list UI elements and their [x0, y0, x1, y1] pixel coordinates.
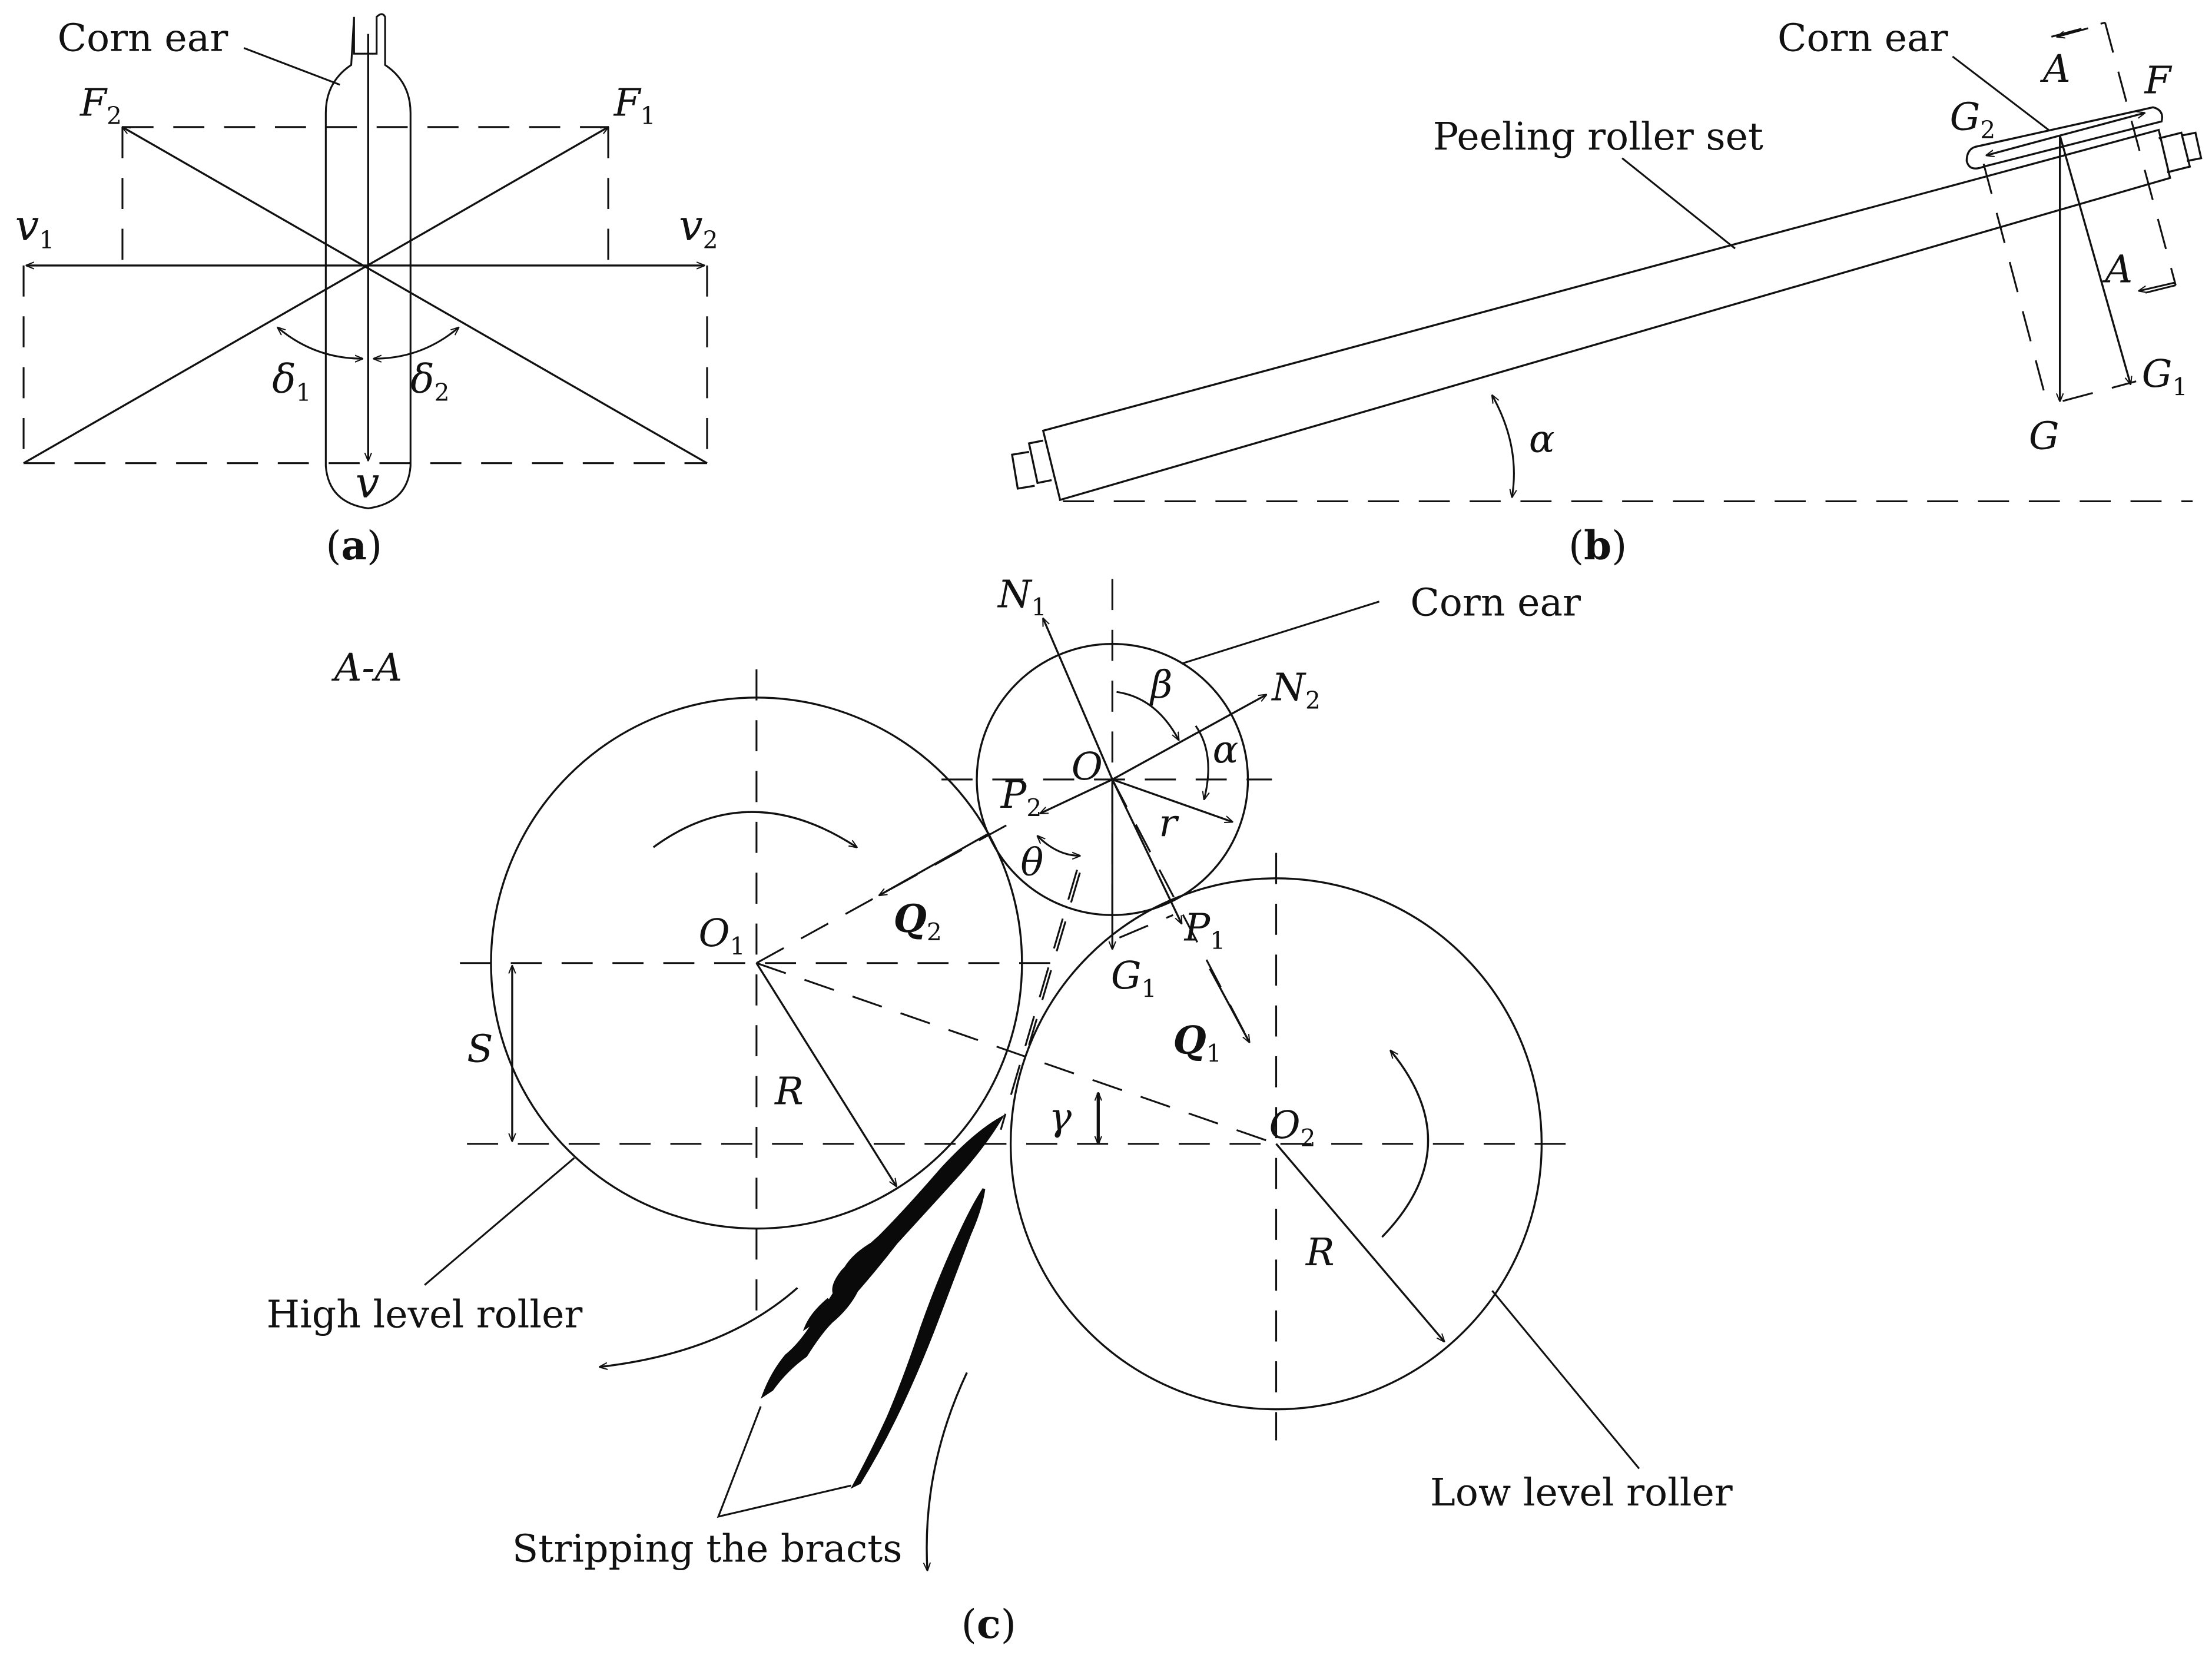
panel-c-R-right-arrow: [1275, 1143, 1444, 1342]
panel-c-theta-arc: [1037, 836, 1080, 856]
panel-b-peeling-leader: [1621, 157, 1736, 250]
panel-b-F-arrow: [2060, 113, 2145, 137]
panel-a: Corn ear F2 F1 v1 v2 δ1 δ2 v (a): [15, 13, 718, 569]
panel-a-F1-arrow: [23, 127, 608, 465]
panel-c-caption: (c): [961, 1601, 1016, 1647]
panel-c-Q1-arrow: [1209, 968, 1249, 1042]
panel-a-F2-arrow: [122, 127, 708, 465]
panel-b: Corn ear Peeling roller set A F G2 A G1 …: [1011, 16, 2203, 569]
panel-c-N2-arrow: [1112, 695, 1266, 781]
panel-b-A-right-arrow: [2139, 281, 2176, 291]
panel-c-G1-label: G1: [1111, 954, 1157, 1003]
panel-c-high-roller-rotation-arrow: [652, 811, 857, 847]
panel-c-N1-arrow: [1043, 619, 1113, 780]
panel-b-G1-dash: [2062, 380, 2137, 402]
panel-c-O1-label: O1: [699, 911, 745, 960]
panel-b-G1-label: G1: [2142, 352, 2188, 401]
panel-c-bracts-leader: [717, 1406, 851, 1518]
panel-a-delta1-label: δ1: [272, 356, 311, 407]
panel-a-F1-label: F1: [613, 81, 656, 130]
panel-a-corn-ear-leader: [243, 47, 340, 86]
panel-c-O-label: O: [1072, 745, 1103, 789]
panel-c-P2-arrow: [1040, 778, 1113, 814]
panel-b-F-label: F: [2144, 58, 2173, 102]
panel-b-section-right: [2104, 22, 2177, 286]
panel-b-G2-arrow: [1987, 134, 2061, 155]
panel-c-gamma-label: γ: [1049, 1095, 1072, 1139]
panel-b-G1-arrow: [2059, 135, 2131, 384]
panel-c-gap-right-line: [1028, 872, 1081, 1046]
panel-b-A-top-arrow: [2057, 27, 2089, 37]
panel-a-corn-ear-outline: [324, 13, 412, 510]
panel-c-R-left-arrow: [755, 962, 896, 1186]
panel-a-delta1-arc: [278, 327, 363, 359]
panel-b-caption: (b): [1568, 522, 1627, 569]
panel-c-alpha-arc: [1195, 725, 1208, 800]
panel-b-corn-ear-label: Corn ear: [1777, 16, 1948, 60]
panel-a-v-label: v: [356, 457, 380, 507]
panel-c-r-label: r: [1159, 801, 1179, 845]
panel-b-G2-dash: [1982, 163, 2047, 399]
panel-c-section-label: A-A: [331, 646, 402, 690]
panel-c-bract-left: [761, 1115, 1005, 1399]
panel-c-high-roller-label: High level roller: [267, 1293, 583, 1337]
panel-a-v2-label: v2: [679, 201, 718, 254]
panel-a-caption: (a): [326, 522, 382, 569]
panel-c-P1-label: P1: [1184, 906, 1226, 954]
panel-c-beta-arc: [1116, 691, 1179, 740]
panel-a-delta2-arc: [374, 327, 459, 359]
panel-b-G2-label: G2: [1950, 95, 1996, 144]
panel-c-beta-label: β: [1149, 663, 1172, 707]
panel-b-left-shaft: [1011, 439, 1052, 490]
panel-c-theta-label: θ: [1020, 841, 1043, 885]
panel-c-R-left-label: R: [774, 1070, 804, 1114]
panel-c-r-arrow: [1112, 778, 1232, 822]
panel-b-G-label: G: [2029, 414, 2060, 459]
panel-c-corn-ear-label: Corn ear: [1410, 581, 1581, 625]
panel-c-bract-right: [850, 1188, 986, 1489]
panel-b-alpha-arc: [1492, 396, 1514, 498]
panel-c-left-bract-arrow: [600, 1287, 798, 1367]
panel-c-Q1-label: Q1: [1173, 1018, 1221, 1067]
panel-c-high-roller-leader: [424, 1157, 575, 1286]
panel-c-R-right-label: R: [1305, 1231, 1335, 1275]
panel-b-A-top-label: A: [2040, 47, 2071, 91]
panel-c-N2-label: N2: [1271, 666, 1321, 715]
panel-c-low-roller-label: Low level roller: [1430, 1471, 1733, 1515]
panel-c: A-A Corn ear N1 N2 β α O P2 r θ Q2 P1 O1…: [267, 572, 1733, 1647]
panel-a-F2-label: F2: [79, 81, 122, 130]
panel-b-alpha-label: α: [1529, 417, 1555, 462]
panel-a-corn-ear-label: Corn ear: [58, 16, 228, 60]
panel-c-gap-left-line: [1000, 870, 1078, 1130]
panel-c-low-roller-leader: [1491, 1290, 1640, 1470]
panel-c-Q2-label: Q2: [894, 897, 942, 946]
panel-b-peeling-roller-body: [1042, 128, 2171, 502]
panel-c-low-roller-rotation-arrow: [1381, 1050, 1430, 1238]
panel-c-P2-label: P2: [1000, 773, 1042, 822]
panel-c-S-label: S: [467, 1027, 493, 1072]
panel-c-P1-arrow: [1111, 779, 1182, 924]
panel-a-delta2-label: δ2: [410, 356, 449, 407]
panel-b-corn-ear-leader: [1952, 55, 2050, 131]
panel-c-corn-ear-leader: [1181, 601, 1380, 665]
panel-b-right-shaft: [2158, 131, 2203, 174]
panel-c-P1-dash: [1119, 914, 1174, 939]
panel-c-right-bract-arrow: [927, 1372, 968, 1570]
panel-b-corn-ear: [1965, 106, 2163, 170]
panel-c-Q2-arrow: [880, 832, 990, 896]
panel-b-peeling-label: Peeling roller set: [1433, 115, 1763, 159]
panel-b-section-top: [2051, 21, 2105, 38]
panel-c-O1-O2-line: [756, 962, 1277, 1145]
panel-c-bracts-label: Stripping the bracts: [512, 1527, 903, 1571]
panel-c-alpha-label: α: [1213, 728, 1239, 772]
panel-a-v1-label: v1: [15, 201, 55, 254]
panel-c-O2-label: O2: [1269, 1103, 1316, 1152]
panel-c-N1-label: N1: [997, 572, 1047, 621]
panel-b-A-right-label: A: [2102, 248, 2133, 292]
panel-b-section-bottom: [2141, 284, 2176, 295]
panel-c-bract-left-fragment: [802, 1241, 875, 1331]
